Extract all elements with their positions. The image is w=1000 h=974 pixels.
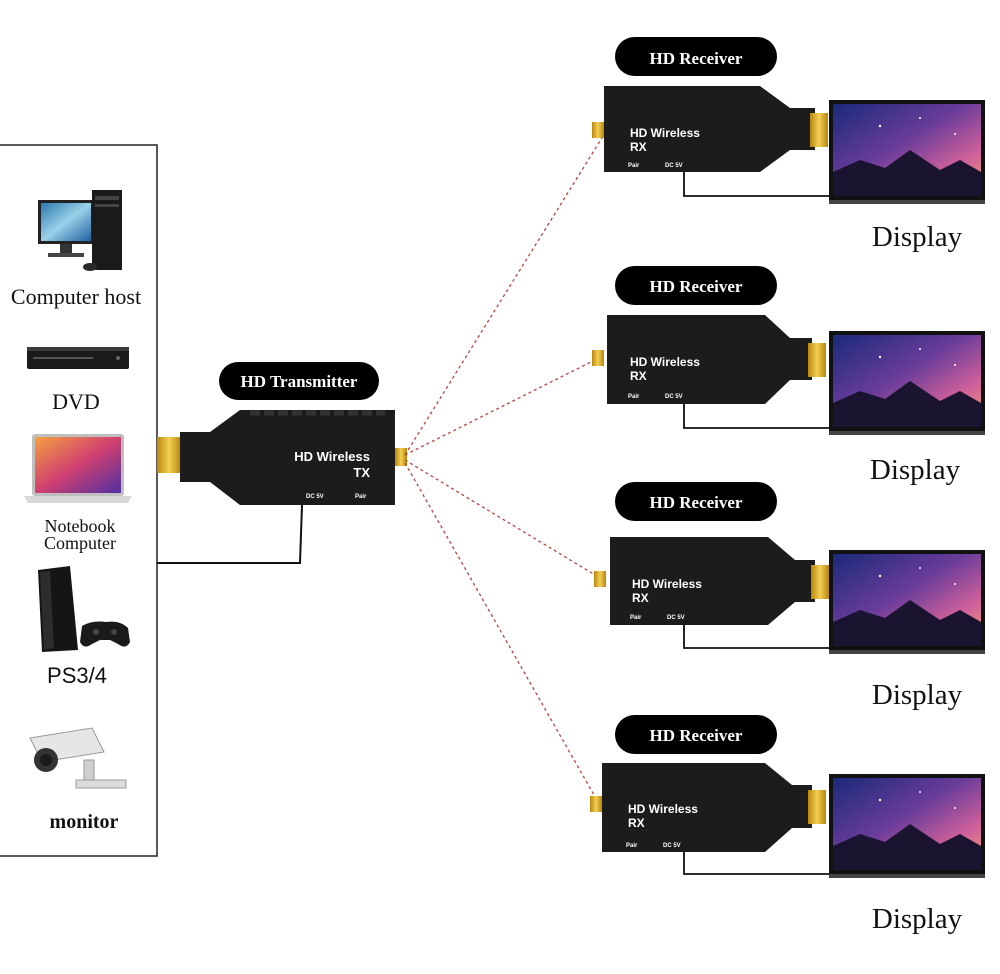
- receiver-cable: [683, 852, 830, 875]
- transmitter-line2: TX: [353, 465, 370, 480]
- receiver-line1: HD Wireless: [630, 355, 700, 369]
- dvd-player-icon: [27, 347, 129, 369]
- transmitter-pill-label: HD Transmitter: [241, 372, 358, 391]
- receiver-antenna-connector: [590, 796, 602, 812]
- display-label: Display: [872, 221, 963, 253]
- receiver-body: [607, 315, 812, 404]
- receiver-port-pair: Pair: [630, 615, 642, 621]
- transmitter-port-dc: DC 5V: [306, 494, 324, 500]
- transmitter-line1: HD Wireless: [294, 449, 370, 464]
- receiver-cable: [683, 404, 830, 429]
- receiver-antenna-connector: [592, 122, 604, 138]
- receiver-hdmi-plug: [810, 113, 828, 147]
- receiver-port-dc: DC 5V: [665, 163, 683, 169]
- game-console-icon: [38, 566, 130, 652]
- display-label: Display: [872, 903, 963, 935]
- receiver-cable: [683, 172, 830, 197]
- receiver-port-pair: Pair: [628, 394, 640, 400]
- receiver-hdmi-plug: [808, 790, 826, 824]
- receiver-pill: HD Receiver: [615, 266, 777, 305]
- receiver-device: HD Wireless RX Pair DC 5V: [592, 86, 830, 197]
- signal-lines: [404, 132, 606, 803]
- receiver-port-dc: DC 5V: [667, 615, 685, 621]
- display-label: Display: [870, 454, 961, 486]
- receiver-antenna-connector: [592, 350, 604, 366]
- display-tv: [829, 331, 985, 435]
- receiver-body: [602, 763, 812, 852]
- receiver-4: HD Receiver HD Wireless RX Pair DC 5V Di…: [590, 715, 985, 935]
- source-panel-border: [0, 144, 158, 857]
- receiver-device: HD Wireless RX Pair DC 5V: [590, 763, 830, 875]
- receiver-line2: RX: [630, 140, 647, 154]
- receiver-pill-label: HD Receiver: [650, 49, 743, 68]
- receiver-1: HD Receiver HD Wireless RX Pair DC 5V Di…: [592, 37, 985, 253]
- receiver-pill-label: HD Receiver: [650, 726, 743, 745]
- source-label-ps: PS3/4: [47, 663, 107, 688]
- receiver-hdmi-plug: [811, 565, 829, 599]
- receiver-line2: RX: [632, 591, 649, 605]
- receiver-device: HD Wireless RX Pair DC 5V: [594, 537, 830, 649]
- transmitter-antenna-connector: [395, 448, 407, 466]
- transmitter-group: HD Transmitter HD Wireless TX DC 5V Pair: [157, 362, 407, 505]
- transmitter-hdmi-plug: [157, 437, 181, 473]
- receiver-line2: RX: [628, 816, 645, 830]
- receiver-port-pair: Pair: [626, 843, 638, 849]
- receiver-2: HD Receiver HD Wireless RX Pair DC 5V Di…: [592, 266, 985, 486]
- receiver-pill-label: HD Receiver: [650, 493, 743, 512]
- desktop-computer-icon: [38, 190, 122, 271]
- receiver-body: [610, 537, 815, 625]
- receiver-line1: HD Wireless: [632, 577, 702, 591]
- receiver-pill-label: HD Receiver: [650, 277, 743, 296]
- receiver-device: HD Wireless RX Pair DC 5V: [592, 315, 830, 429]
- signal-line-3: [404, 459, 601, 579]
- security-camera-icon: [29, 727, 127, 789]
- transmitter-device: HD Wireless TX DC 5V Pair: [157, 410, 407, 505]
- display-tv: [829, 550, 985, 654]
- receiver-pill: HD Receiver: [615, 37, 777, 76]
- receiver-line2: RX: [630, 369, 647, 383]
- receiver-cable: [683, 625, 830, 649]
- signal-line-1: [404, 132, 606, 456]
- receiver-port-dc: DC 5V: [663, 843, 681, 849]
- transmitter-pill: HD Transmitter: [219, 362, 379, 400]
- receiver-line1: HD Wireless: [630, 126, 700, 140]
- receiver-body: [604, 86, 815, 172]
- source-label-dvd: DVD: [52, 389, 100, 414]
- transmitter-body: [180, 410, 395, 505]
- signal-line-2: [404, 359, 596, 456]
- receiver-3: HD Receiver HD Wireless RX Pair DC 5V Di…: [594, 482, 985, 711]
- source-panel: Computer host DVD Notebook Computer PS3/…: [0, 144, 303, 857]
- receiver-port-dc: DC 5V: [665, 394, 683, 400]
- receiver-antenna-connector: [594, 571, 606, 587]
- source-label-monitor: monitor: [50, 811, 119, 833]
- transmitter-port-pair: Pair: [355, 494, 367, 500]
- receiver-pill: HD Receiver: [615, 715, 777, 754]
- receiver-hdmi-plug: [808, 343, 826, 377]
- display-label: Display: [872, 679, 963, 711]
- receiver-pill: HD Receiver: [615, 482, 777, 521]
- source-label-computer-host: Computer host: [11, 284, 141, 309]
- source-label-notebook-line1: Notebook: [45, 516, 116, 536]
- receiver-port-pair: Pair: [628, 163, 640, 169]
- signal-line-4: [404, 462, 599, 803]
- source-cable: [157, 504, 303, 564]
- source-label-notebook-line2: Computer: [44, 533, 116, 553]
- display-tv: [829, 774, 985, 878]
- receiver-line1: HD Wireless: [628, 802, 698, 816]
- display-tv: [829, 100, 985, 204]
- laptop-icon: [24, 434, 132, 503]
